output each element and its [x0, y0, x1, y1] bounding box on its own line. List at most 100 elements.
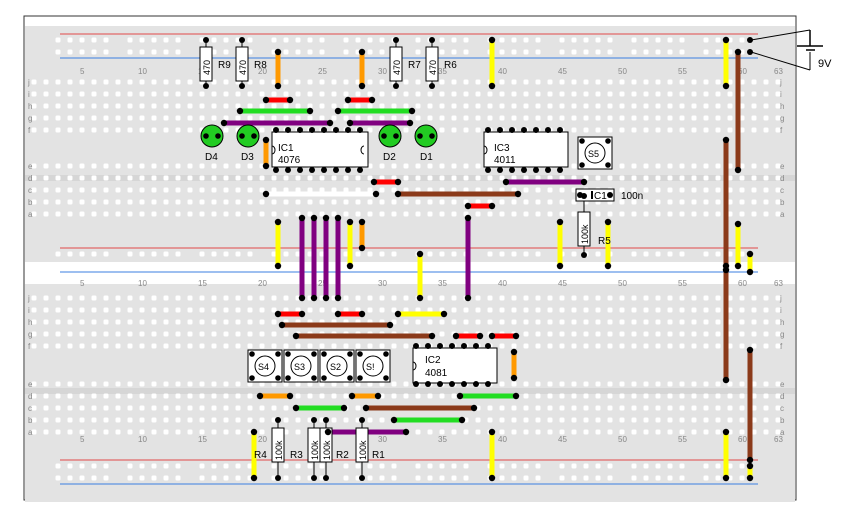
resistor-lead — [275, 417, 281, 423]
chip-pin — [309, 167, 315, 173]
row-letter: i — [780, 90, 782, 99]
ic1-ref: IC1 — [278, 143, 294, 154]
chip-pin — [521, 167, 527, 173]
chip-pin — [297, 127, 303, 133]
wire-end — [334, 310, 342, 318]
led-lead — [239, 133, 245, 139]
wire-end — [488, 332, 496, 340]
row-letter: d — [780, 392, 784, 401]
column-number: 35 — [438, 67, 447, 76]
chip-pin — [557, 127, 563, 133]
wire-end — [390, 416, 398, 424]
row-letter: h — [780, 318, 784, 327]
column-number: 20 — [258, 279, 267, 288]
wire-end — [394, 178, 402, 186]
chip-pin — [345, 167, 351, 173]
switch-lead — [383, 375, 389, 381]
chip-pin — [413, 343, 419, 349]
column-number: 60 — [738, 435, 747, 444]
chip-pin — [461, 381, 467, 387]
row-letter: c — [780, 404, 784, 413]
ic2-chip: IC2 4081 — [412, 347, 498, 384]
wire-end — [340, 404, 348, 412]
chip-pin — [521, 127, 527, 133]
wire-end — [722, 428, 730, 436]
column-number: 10 — [138, 67, 147, 76]
wire-end — [346, 218, 354, 226]
wire-end — [746, 346, 754, 354]
resistor-lead — [429, 37, 435, 43]
resistor-r2: 100k R2 — [319, 420, 349, 478]
row-letter: j — [779, 78, 782, 87]
wire-end — [722, 136, 730, 144]
wire-end — [734, 166, 742, 174]
wire-end — [416, 250, 424, 258]
chip-pin — [485, 127, 491, 133]
wire-end — [734, 220, 742, 228]
wire-end — [722, 376, 730, 384]
r2-value: 100k — [322, 440, 332, 460]
chip-pin — [545, 127, 551, 133]
terminal — [577, 192, 583, 198]
battery-label: 9V — [818, 58, 832, 70]
resistor-lead — [239, 37, 245, 43]
row-letter: b — [28, 198, 33, 207]
switch-lead — [311, 351, 317, 357]
row-letter: e — [780, 162, 785, 171]
row-letter: d — [28, 174, 32, 183]
wire-end — [358, 310, 366, 318]
wire-end — [274, 218, 282, 226]
wire-end — [358, 48, 366, 56]
row-letter: c — [28, 404, 32, 413]
wire-end — [262, 162, 270, 170]
row-letter: b — [780, 416, 785, 425]
chip-pin — [437, 343, 443, 349]
switch-lead — [605, 162, 611, 168]
row-letter: i — [28, 306, 30, 315]
r8-ref: R8 — [254, 60, 267, 71]
row-letter: f — [780, 342, 783, 351]
r5-ref: R5 — [598, 236, 611, 247]
wire-end — [428, 332, 436, 340]
wire-end — [514, 190, 522, 198]
column-number: 10 — [138, 279, 147, 288]
chip-pin — [425, 343, 431, 349]
wire-end — [722, 36, 730, 44]
chip-pin — [285, 167, 291, 173]
wire-end — [326, 119, 334, 127]
resistor-lead — [359, 417, 365, 423]
switch-lead — [311, 375, 317, 381]
column-number: 15 — [198, 435, 207, 444]
wire-end — [286, 392, 294, 400]
wire-end — [746, 474, 754, 482]
wire-end — [746, 268, 754, 276]
jumper-wires — [224, 40, 753, 478]
column-number: 35 — [438, 279, 447, 288]
chip-pin — [485, 381, 491, 387]
wire-end — [580, 178, 588, 186]
wire-end — [324, 428, 332, 436]
r8-value: 470 — [238, 60, 248, 75]
wire-end — [298, 294, 306, 302]
column-number: 25 — [318, 279, 327, 288]
wire-end — [370, 178, 378, 186]
r3-ref: R3 — [290, 450, 303, 461]
switch-lead — [605, 138, 611, 144]
led-lead — [381, 133, 387, 139]
center-channel — [25, 175, 795, 181]
wire-end — [362, 404, 370, 412]
row-letter: a — [28, 428, 33, 437]
wire-end — [604, 218, 612, 226]
chip-pin — [533, 167, 539, 173]
resistor-lead — [359, 475, 365, 481]
terminal — [607, 192, 613, 198]
column-number: 30 — [378, 279, 387, 288]
resistor-lead — [311, 475, 317, 481]
row-letter: d — [780, 174, 784, 183]
resistor-r9: 470 R9 — [199, 40, 231, 86]
row-letter: e — [780, 380, 785, 389]
c1-value: 100n — [621, 191, 643, 202]
switch-lead — [285, 351, 291, 357]
r7-value: 470 — [392, 60, 402, 75]
wire-end — [746, 456, 754, 464]
